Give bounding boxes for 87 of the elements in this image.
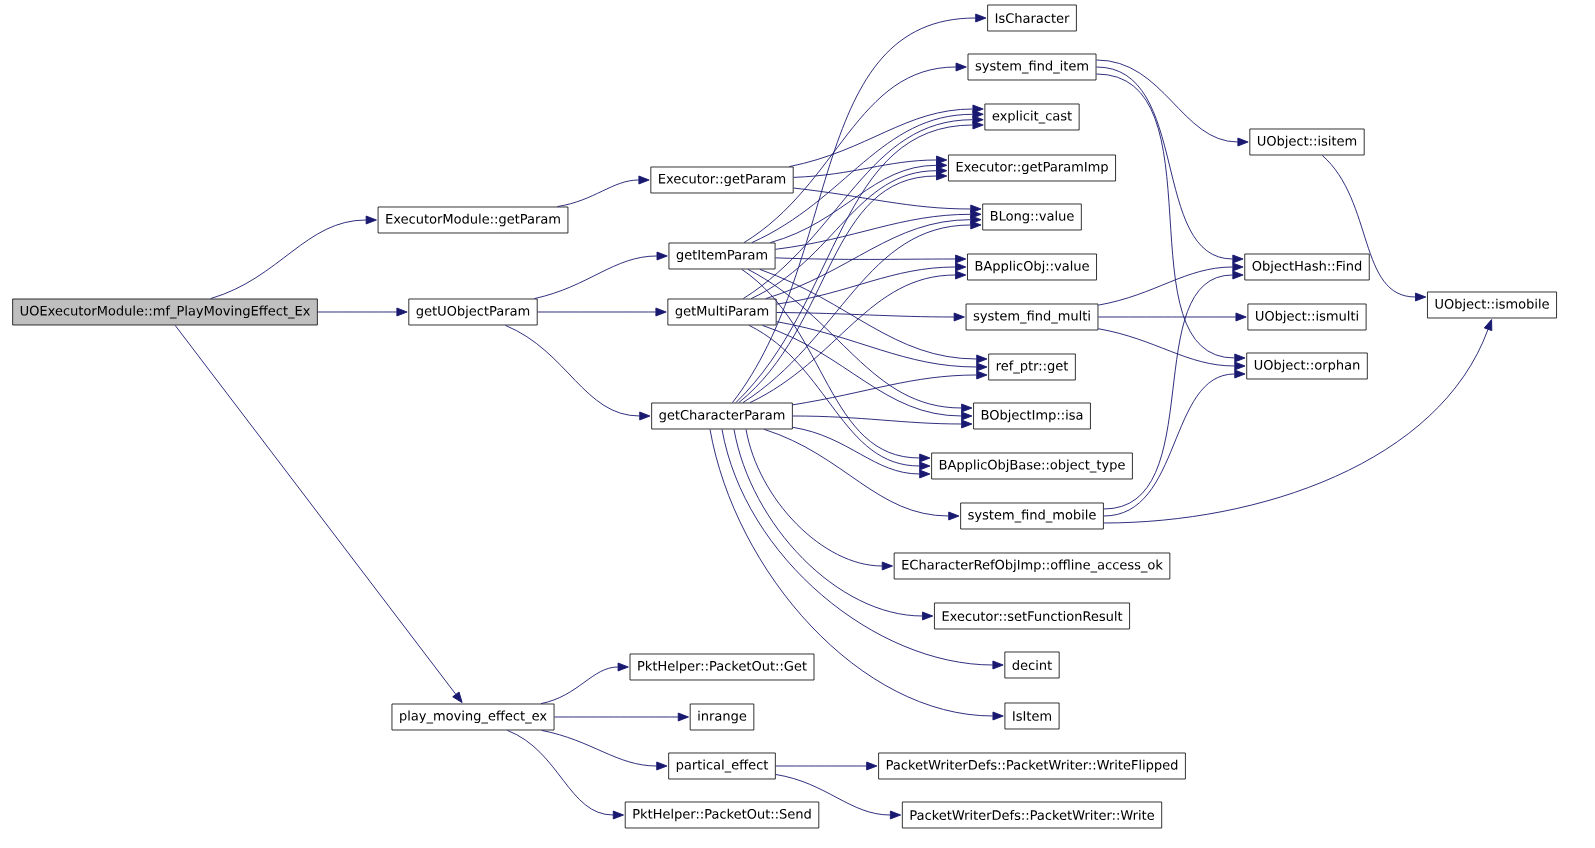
arrow	[733, 428, 934, 621]
arrow	[1096, 66, 1244, 264]
arrow	[541, 729, 668, 771]
arrow	[776, 321, 988, 372]
function-box: BLong::value	[982, 203, 1082, 231]
arrow	[1097, 262, 1244, 306]
arrow	[554, 712, 689, 722]
arrow	[1096, 59, 1249, 147]
arrow	[709, 428, 1004, 721]
function-box: PacketWriterDefs::PacketWriter::Write	[901, 801, 1163, 829]
function-box: BApplicObjBase::object_type	[931, 452, 1133, 480]
arrow	[775, 774, 902, 820]
function-box: getUObjectParam	[408, 298, 538, 326]
arrow	[745, 428, 893, 571]
function-box: IsItem	[1004, 702, 1060, 730]
arrow	[775, 209, 982, 250]
arrow	[742, 115, 984, 300]
arrow	[174, 324, 463, 704]
arrow	[1103, 270, 1244, 510]
arrow	[793, 187, 982, 214]
arrow	[1103, 319, 1493, 524]
arrow	[504, 324, 651, 421]
arrow	[775, 761, 878, 771]
function-box: Executor::setFunctionResult	[934, 602, 1130, 630]
arrow	[792, 370, 988, 406]
arrow	[537, 307, 667, 317]
function-box: decint	[1004, 651, 1060, 679]
function-box: ObjectHash::Find	[1244, 253, 1370, 281]
function-box: getItemParam	[668, 242, 776, 270]
function-box: PktHelper::PacketOut::Get	[629, 653, 815, 681]
arrow	[1103, 369, 1246, 517]
function-box: inrange	[689, 703, 755, 731]
arrow	[748, 324, 931, 471]
arrow	[533, 251, 668, 300]
function-box: play_moving_effect_ex	[391, 703, 555, 731]
function-box: UOExecutorModule::mf_PlayMovingEffect_Ex	[12, 298, 318, 326]
arrow	[750, 166, 948, 300]
arrow	[763, 428, 960, 521]
arrow	[741, 268, 931, 463]
function-box: system_find_mobile	[960, 502, 1104, 530]
arrow	[506, 729, 624, 820]
arrow	[742, 220, 982, 404]
arrow	[1097, 312, 1247, 322]
arrow	[792, 415, 973, 429]
arrow	[1097, 328, 1246, 371]
arrow	[761, 324, 973, 421]
function-box: ref_ptr::get	[988, 353, 1076, 381]
arrow	[793, 155, 948, 178]
function-box: UObject::ismulti	[1247, 303, 1367, 331]
arrow	[721, 428, 1004, 670]
arrow	[776, 262, 967, 305]
function-box: BApplicObj::value	[967, 253, 1097, 281]
function-box: Executor::getParamImp	[948, 154, 1116, 182]
function-box: Executor::getParam	[650, 166, 794, 194]
function-box: UObject::orphan	[1246, 352, 1368, 380]
function-box: PktHelper::PacketOut::Send	[624, 801, 820, 829]
function-box: getMultiParam	[667, 298, 777, 326]
arrow	[735, 120, 984, 404]
arrow	[556, 175, 650, 208]
arrow	[210, 215, 377, 300]
arrow	[732, 13, 987, 404]
arrow	[759, 268, 988, 364]
arrow	[792, 426, 931, 479]
arrow	[751, 109, 984, 244]
function-box: explicit_cast	[984, 103, 1080, 131]
function-box: BObjectImp::isa	[973, 402, 1091, 430]
arrow	[769, 160, 948, 244]
function-box: partical_effect	[668, 752, 776, 780]
function-box: system_find_item	[967, 53, 1097, 81]
arrow	[743, 62, 967, 244]
arrow	[540, 662, 629, 705]
arrow	[317, 307, 408, 317]
arrow	[788, 104, 984, 168]
function-box: system_find_multi	[965, 303, 1099, 331]
arrow	[765, 215, 982, 300]
function-box: PacketWriterDefs::PacketWriter::WriteFlipped	[878, 752, 1186, 780]
arrow	[776, 312, 965, 322]
function-box: IsCharacter	[987, 4, 1077, 32]
function-box: ECharacterRefObjImp::offline_access_ok	[893, 552, 1171, 580]
function-box: UObject::ismobile	[1427, 291, 1557, 319]
arrow	[1321, 154, 1427, 302]
function-box: UObject::isitem	[1249, 128, 1365, 156]
arrow	[775, 254, 967, 264]
arrow	[738, 171, 948, 404]
function-box: getCharacterParam	[651, 402, 793, 430]
function-box: ExecutorModule::getParam	[377, 206, 569, 234]
arrow	[1096, 73, 1246, 363]
